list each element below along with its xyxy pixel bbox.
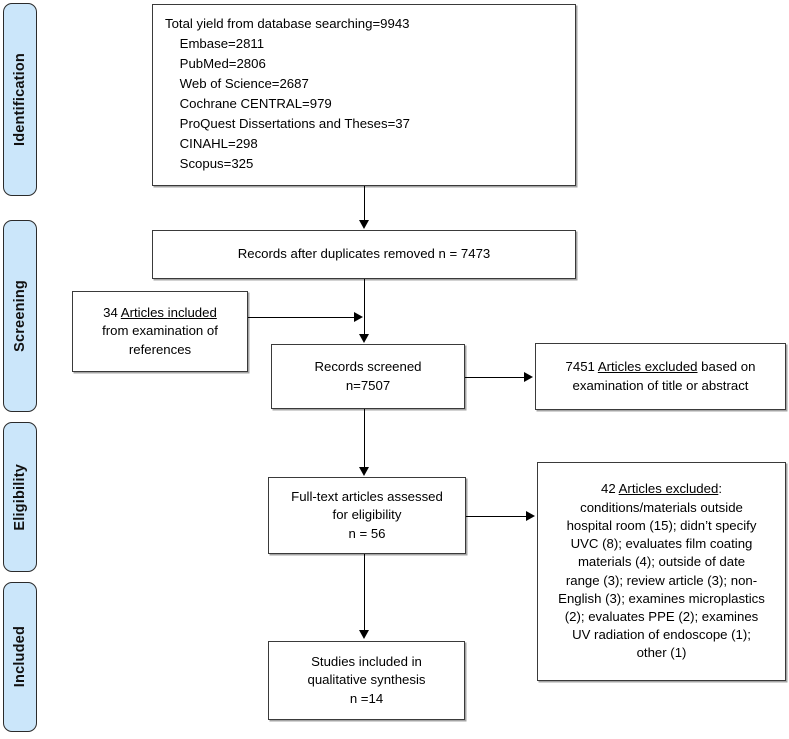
arrowhead-search-to-duplicates: [359, 220, 369, 229]
references-included-count: 34: [103, 305, 121, 321]
fulltext-excluded-underlined: Articles excluded: [618, 481, 719, 497]
stage-label-included: Included: [12, 626, 28, 688]
arrowhead-screened-to-excluded: [524, 372, 533, 382]
records-excluded-text: 7451 Articles excluded based on examinat…: [566, 358, 756, 394]
connector-references-to-trunk: [248, 317, 356, 318]
fulltext-excluded-rest: : conditions/materials outside hospital …: [558, 481, 765, 661]
connector-screened-to-fulltext: [364, 409, 365, 469]
box-studies-included: Studies included in qualitative synthesi…: [268, 641, 465, 720]
references-included-underlined: Articles included: [120, 305, 217, 321]
records-screened-text: Records screened n=7507: [314, 359, 422, 393]
arrowhead-duplicates-to-screened: [359, 334, 369, 343]
duplicates-removed-text: Records after duplicates removed n = 747…: [237, 246, 491, 262]
box-records-screened: Records screened n=7507: [271, 344, 465, 409]
arrowhead-fulltext-to-studies: [359, 630, 369, 639]
box-fulltext-excluded: 42 Articles excluded: conditions/materia…: [537, 462, 786, 681]
stage-label-eligibility: Eligibility: [12, 463, 28, 531]
arrowhead-screened-to-fulltext: [359, 467, 369, 476]
stage-pill-identification: Identification: [3, 3, 37, 196]
database-search-text: Total yield from database searching=9943…: [165, 16, 410, 172]
fulltext-excluded-count: 42: [601, 481, 619, 497]
stage-label-identification: Identification: [12, 52, 28, 147]
box-references-included: 34 Articles included from examination of…: [72, 291, 248, 372]
connector-duplicates-to-screened: [364, 279, 365, 336]
connector-fulltext-to-excluded: [466, 516, 528, 517]
records-excluded-count: 7451: [565, 359, 598, 375]
fulltext-excluded-text: 42 Articles excluded: conditions/materia…: [558, 480, 765, 662]
arrowhead-fulltext-to-excluded: [526, 511, 535, 521]
records-excluded-rest: based on examination of title or abstrac…: [572, 359, 756, 393]
box-duplicates-removed: Records after duplicates removed n = 747…: [152, 230, 576, 279]
records-excluded-underlined: Articles excluded: [597, 359, 698, 375]
stage-pill-eligibility: Eligibility: [3, 422, 37, 572]
stage-label-screening: Screening: [12, 280, 28, 352]
box-fulltext-assessed: Full-text articles assessed for eligibil…: [268, 477, 466, 554]
arrowhead-references-to-trunk: [354, 312, 363, 322]
studies-included-text: Studies included in qualitative synthesi…: [307, 654, 426, 706]
connector-search-to-duplicates: [364, 186, 365, 222]
stage-pill-screening: Screening: [3, 220, 37, 412]
stage-pill-included: Included: [3, 582, 37, 732]
connector-screened-to-excluded: [465, 377, 526, 378]
fulltext-assessed-text: Full-text articles assessed for eligibil…: [291, 489, 443, 541]
box-database-search: Total yield from database searching=9943…: [152, 4, 576, 186]
references-included-rest: from examination of references: [102, 323, 218, 357]
box-records-excluded: 7451 Articles excluded based on examinat…: [535, 343, 786, 410]
references-included-text: 34 Articles included from examination of…: [102, 304, 218, 359]
connector-fulltext-to-studies: [364, 554, 365, 632]
